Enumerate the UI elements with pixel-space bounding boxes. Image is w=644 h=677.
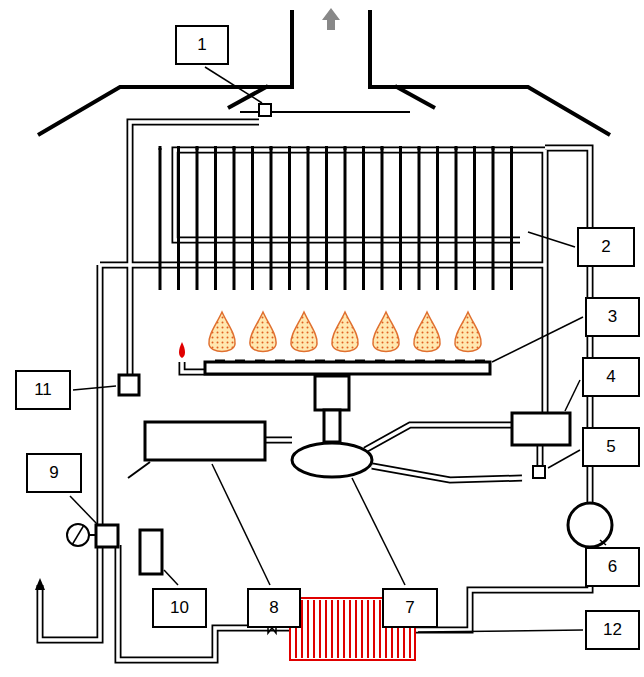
gas-valve — [315, 376, 349, 410]
flames — [209, 312, 481, 352]
callout-box: 2 — [577, 227, 635, 267]
burner — [205, 362, 490, 374]
micro-switch — [533, 466, 545, 478]
callout-number: 12 — [603, 620, 622, 640]
callout-number: 8 — [269, 598, 278, 618]
callout-number: 3 — [608, 307, 617, 327]
heat-exchanger-fins — [159, 148, 514, 290]
valve-stem — [324, 410, 340, 442]
callout-box: 10 — [152, 588, 207, 628]
callout-box: 1 — [175, 25, 229, 65]
callout-box: 4 — [582, 357, 640, 397]
pilot-flame — [179, 342, 185, 358]
callout-box: 12 — [585, 610, 640, 650]
overheat-sensor — [119, 375, 139, 395]
callout-box: 8 — [247, 588, 301, 628]
callout-number: 5 — [606, 437, 615, 457]
callout-number: 7 — [405, 598, 414, 618]
callout-number: 9 — [49, 463, 58, 483]
callout-box: 3 — [585, 297, 640, 337]
callout-box: 7 — [382, 588, 438, 628]
gauge — [67, 524, 89, 546]
outlet-arrow — [35, 578, 45, 590]
gas-block — [145, 422, 265, 460]
draft-sensor — [259, 104, 271, 116]
callout-number: 4 — [606, 367, 615, 387]
flue-hood — [38, 10, 610, 135]
callout-box: 9 — [26, 453, 82, 493]
flow-sensor — [568, 503, 612, 547]
callout-number: 6 — [608, 557, 617, 577]
safety-valve — [96, 525, 118, 547]
diaphragm — [292, 443, 372, 477]
callout-number: 10 — [170, 598, 189, 618]
water-sensor — [140, 530, 162, 574]
gas-inlet — [128, 462, 150, 478]
callout-number: 11 — [34, 380, 52, 400]
leader-lines — [70, 67, 606, 632]
exhaust-arrow — [322, 8, 340, 30]
water-block — [512, 413, 570, 445]
callout-number: 2 — [601, 237, 610, 257]
callout-box: 5 — [582, 427, 640, 467]
callout-number: 1 — [197, 35, 206, 55]
pipes — [40, 122, 590, 660]
callout-box: 6 — [585, 547, 640, 587]
callout-box: 11 — [15, 370, 71, 410]
